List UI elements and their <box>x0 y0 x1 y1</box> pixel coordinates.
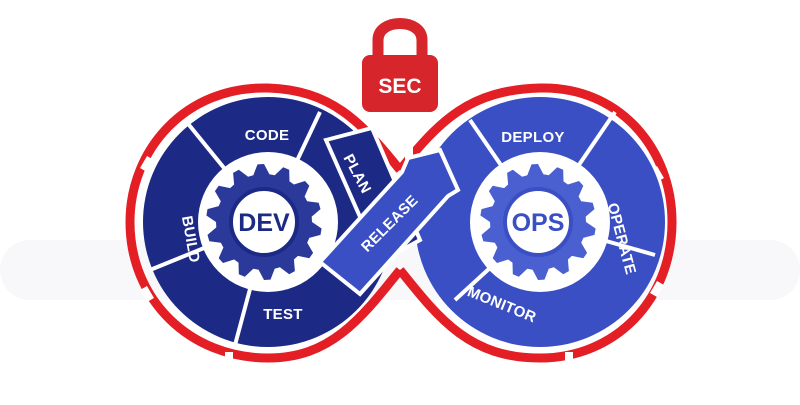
segment-label-code: CODE <box>245 127 290 144</box>
padlock-icon: SEC <box>362 18 438 112</box>
segment-label-deploy: DEPLOY <box>501 129 564 146</box>
dev-hub-label: DEV <box>238 209 290 237</box>
release-arrow <box>317 147 461 297</box>
security-ring <box>125 83 677 363</box>
segment-label-test: TEST <box>263 306 303 323</box>
ops-hub-label: OPS <box>512 209 565 237</box>
dev-hub <box>229 187 299 257</box>
ring-gaps <box>140 145 664 366</box>
lock-label: SEC <box>378 75 421 98</box>
ops-hub <box>503 187 573 257</box>
